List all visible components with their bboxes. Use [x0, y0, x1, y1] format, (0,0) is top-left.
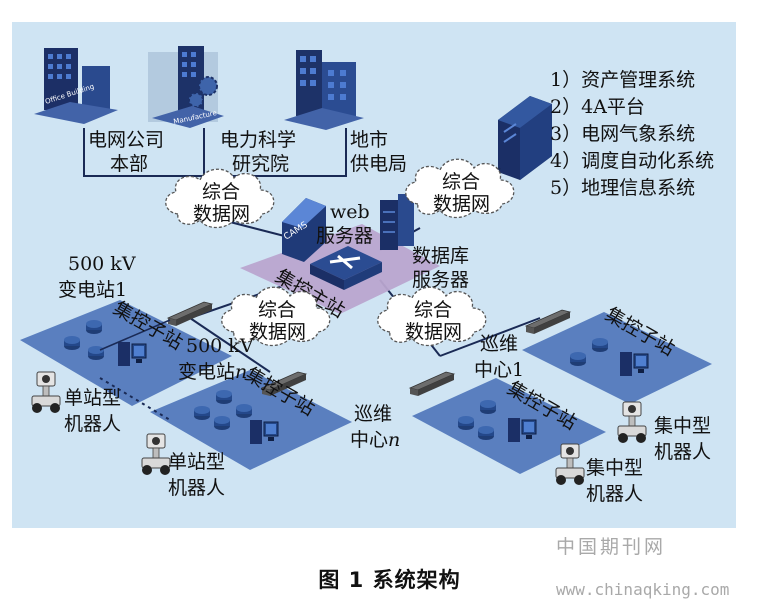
office-building-icon: Office Building	[34, 48, 118, 124]
central-robot-label-2: 机器人	[654, 441, 711, 463]
maintenance-center-n-label: 巡维	[354, 403, 392, 425]
org-label-hq-2: 本部	[110, 153, 148, 175]
org-label-research: 电力科学	[220, 129, 296, 151]
research-institute-icon: Manufacture	[148, 46, 224, 128]
single-robot-label-2: 机器人	[64, 413, 121, 435]
web-server-label-2: 服务器	[316, 225, 373, 247]
cloud-label: 综合	[442, 171, 480, 193]
watermark-url: www.chinaqking.com	[556, 580, 730, 599]
web-server-label: web	[330, 201, 370, 223]
cloud-label: 综合	[258, 299, 296, 321]
integrated-data-network-cloud: 综合 数据网	[221, 286, 331, 347]
substation-1-label: 500 kV	[68, 253, 136, 275]
single-robot-label-2: 机器人	[168, 477, 225, 499]
org-label-city-2: 供电局	[350, 153, 407, 175]
single-robot-label: 单站型	[64, 387, 121, 409]
systems-server-icon	[498, 96, 552, 180]
substation-1-label-2: 变电站1	[58, 279, 127, 301]
db-server-label-2: 服务器	[412, 269, 469, 291]
system-item: 5）地理信息系统	[550, 177, 695, 199]
maintenance-center-n-label-text: 中心	[350, 429, 388, 451]
org-label-hq: 电网公司	[88, 129, 164, 151]
systems-list: 1）资产管理系统 2）4A平台 3）电网气象系统 4）调度自动化系统 5）地理信…	[550, 69, 714, 199]
city-power-bureau-icon	[284, 50, 364, 130]
core-switch-icon	[310, 246, 382, 290]
maintenance-center-n-label-2: 中心n	[350, 429, 400, 451]
integrated-data-network-cloud: 综合 数据网	[405, 158, 515, 219]
org-label-research-2: 研究院	[232, 153, 289, 175]
maintenance-center-1-plate	[522, 312, 712, 404]
central-robot-label: 集中型	[654, 415, 711, 437]
integrated-data-network-cloud: 综合 数据网	[165, 168, 275, 229]
maintenance-center-1-label-2: 中心1	[474, 359, 524, 381]
cloud-label: 数据网	[193, 203, 250, 225]
single-robot-label: 单站型	[168, 451, 225, 473]
watermark-name: 中国期刊网	[556, 536, 667, 558]
cloud-label: 综合	[202, 181, 240, 203]
substation-n-label-italic: n	[235, 361, 247, 383]
db-server-label: 数据库	[412, 245, 469, 267]
cams-server-icon: CAMS	[282, 198, 326, 262]
central-robot-label-2: 机器人	[586, 483, 643, 505]
cloud-label: 数据网	[405, 321, 462, 343]
substation-1-equipment	[64, 301, 213, 367]
maintenance-center-1-label: 巡维	[480, 333, 518, 355]
system-item: 4）调度自动化系统	[550, 150, 714, 172]
org-label-city: 地市	[350, 129, 388, 151]
substation-n-label-2: 变电站n	[178, 361, 247, 383]
system-item: 3）电网气象系统	[550, 123, 695, 145]
system-item: 1）资产管理系统	[550, 69, 695, 91]
substation-n-label: 500 kV	[186, 335, 254, 357]
cloud-label: 数据网	[249, 321, 306, 343]
integrated-data-network-cloud: 综合 数据网	[377, 286, 487, 347]
database-server-icon	[380, 194, 414, 250]
maintenance-center-n-label-italic: n	[388, 429, 400, 451]
figure-caption: 图 1 系统架构	[318, 568, 461, 592]
central-robot-label: 集中型	[586, 457, 643, 479]
system-item: 2）4A平台	[550, 96, 645, 118]
cloud-label: 数据网	[433, 193, 490, 215]
cloud-label: 综合	[414, 299, 452, 321]
substation-n-label-text: 变电站	[178, 361, 235, 383]
